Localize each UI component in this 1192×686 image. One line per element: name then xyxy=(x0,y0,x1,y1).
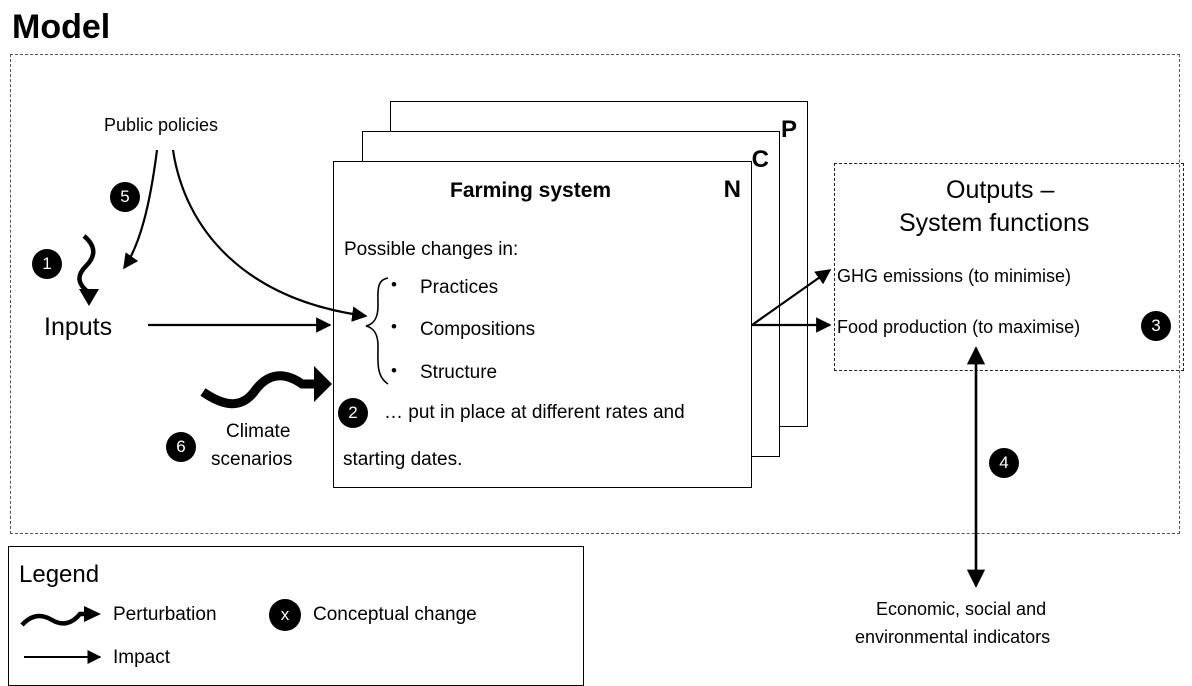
indicators-line-1: Economic, social and xyxy=(876,599,1047,619)
outputs-frame xyxy=(834,163,1184,371)
indicators-line-2: environmental indicators xyxy=(855,627,1051,647)
perturbation-inputs xyxy=(77,234,96,294)
changes-brace xyxy=(365,277,389,385)
model-frame xyxy=(10,54,1180,534)
perturbation-climate xyxy=(200,371,318,409)
legend-title: Legend xyxy=(19,561,100,588)
item-compositions: Compositions xyxy=(420,319,536,340)
rates-line-1: … put in place at different rates and xyxy=(384,402,685,423)
badge-1: 1 xyxy=(32,249,62,279)
bullet-practices: • xyxy=(391,275,397,294)
farming-layer-n: N Farming system Possible changes in: • … xyxy=(333,161,752,488)
outputs-title-2: System functions xyxy=(899,209,1090,237)
badge-2: 2 xyxy=(338,398,368,428)
diagram-title: Model xyxy=(12,8,111,46)
outputs-title-1: Outputs – xyxy=(946,176,1055,204)
arrow-system-to-ghg xyxy=(751,269,832,326)
item-structure: Structure xyxy=(420,362,498,383)
badge-4: 4 xyxy=(989,448,1019,478)
climate-label-1: Climate xyxy=(226,421,291,442)
inputs-label: Inputs xyxy=(44,313,113,341)
legend-perturbation-label: Perturbation xyxy=(113,604,217,625)
farming-system-title: Farming system xyxy=(450,179,612,202)
arrow-policies-to-system xyxy=(171,149,368,322)
bullet-compositions: • xyxy=(391,317,397,336)
badge-5: 5 xyxy=(110,182,140,212)
legend-conceptual-label: Conceptual change xyxy=(313,604,477,625)
possible-changes-label: Possible changes in: xyxy=(344,239,519,260)
badge-6: 6 xyxy=(166,432,196,462)
rates-line-2: starting dates. xyxy=(343,449,463,470)
legend-perturbation-wave xyxy=(20,611,86,627)
legend-conceptual-badge: x xyxy=(269,599,301,631)
public-policies-label: Public policies xyxy=(104,115,219,135)
climate-label-2: scenarios xyxy=(211,449,293,470)
layer-label-c: C xyxy=(751,146,769,173)
output-food: Food production (to maximise) xyxy=(837,317,1081,337)
item-practices: Practices xyxy=(420,277,499,298)
output-ghg: GHG emissions (to minimise) xyxy=(837,266,1072,286)
arrow-policies-to-inputs xyxy=(123,149,159,270)
layer-label-n: N xyxy=(723,176,741,203)
badge-3: 3 xyxy=(1141,311,1171,341)
bullet-structure: • xyxy=(391,361,397,380)
layer-label-p: P xyxy=(780,116,797,143)
legend-impact-label: Impact xyxy=(113,647,171,668)
